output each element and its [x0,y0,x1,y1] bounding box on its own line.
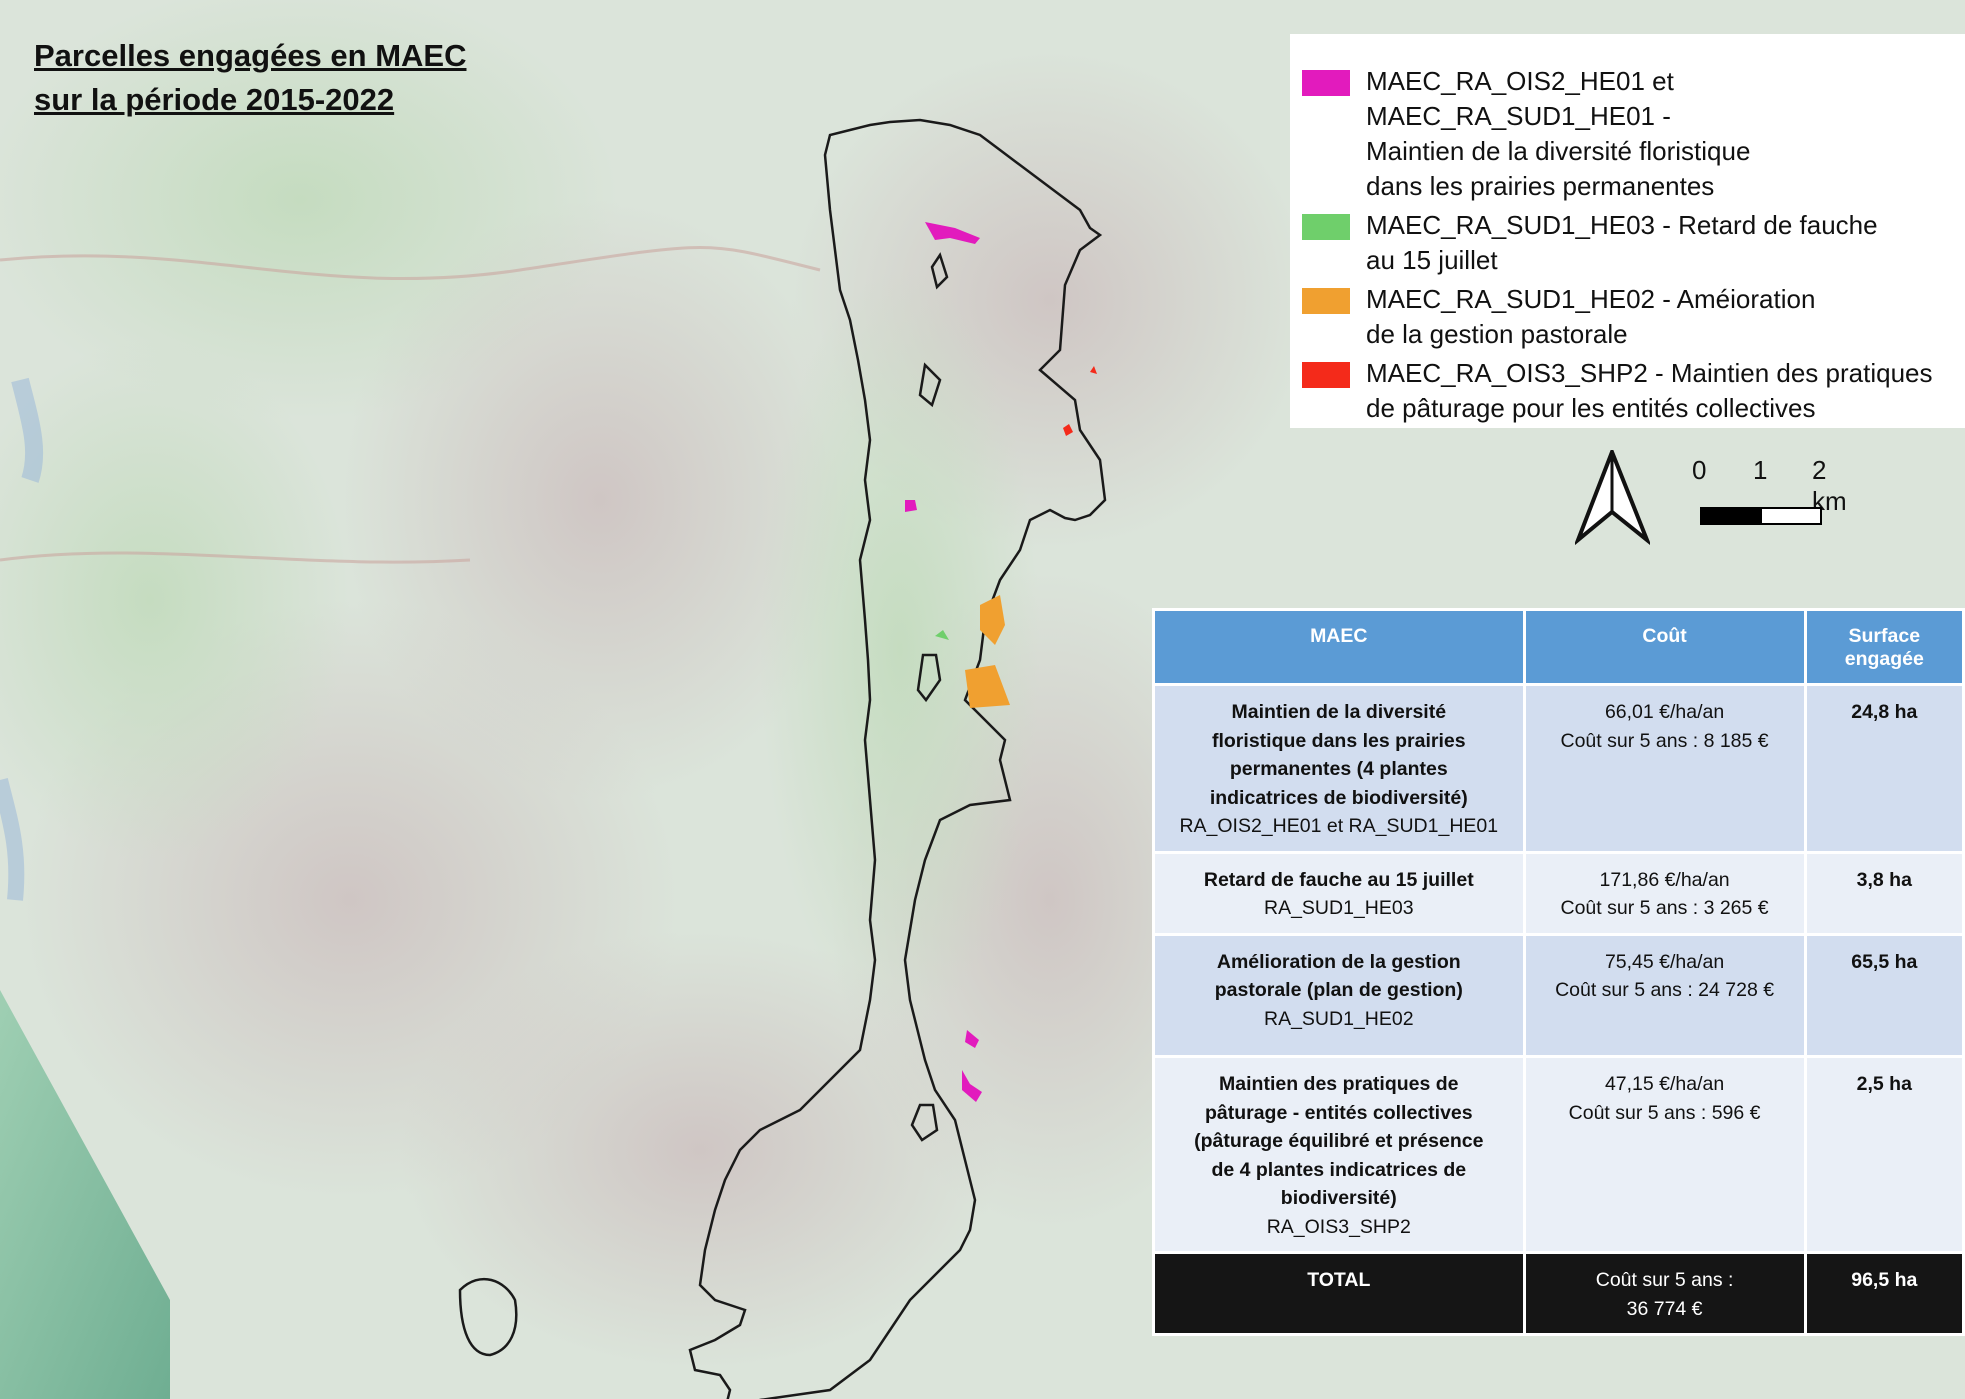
legend-label: MAEC_RA_OIS2_HE01 et MAEC_RA_SUD1_HE01 -… [1366,64,1750,204]
cell-cout: 47,15 €/ha/an Coût sur 5 ans : 596 € [1522,1055,1807,1254]
cell-surface: 3,8 ha [1803,850,1965,936]
parcel-green [935,630,949,640]
parcel-pink [962,1070,982,1102]
scale-bar: 0 1 2 km [1570,455,1847,545]
parcel-orange [965,665,1010,708]
cell-rate: 171,86 €/ha/an [1599,868,1730,891]
legend-label: MAEC_RA_SUD1_HE03 - Retard de fauche au … [1366,208,1878,278]
map-title: Parcelles engagées en MAEC sur la périod… [34,34,466,122]
cell-cout: 75,45 €/ha/an Coût sur 5 ans : 24 728 € [1522,932,1807,1058]
map-title-line1: Parcelles engagées en MAEC [34,38,467,73]
cell-rate: 66,01 €/ha/an [1604,701,1725,723]
cell-surface: 65,5 ha [1803,932,1965,1058]
total-label-cell: TOTAL [1152,1251,1526,1336]
parcel-red [1063,424,1073,436]
cell-cost5: Coût sur 5 ans : 8 185 € [1560,729,1769,752]
cell-surface: 24,8 ha [1803,683,1965,854]
legend-item: MAEC_RA_SUD1_HE03 - Retard de fauche au … [1302,208,1965,278]
study-area-outline [688,118,1107,1399]
cell-title-line: Maintien des pratiques de [1219,1073,1459,1095]
cell-cost5: Coût sur 5 ans : 596 € [1568,1101,1761,1124]
legend-line: MAEC_RA_OIS3_SHP2 - Maintien des pratiqu… [1366,358,1933,388]
table-total-row: TOTAL Coût sur 5 ans : 36 774 € 96,5 ha [1152,1251,1965,1336]
legend-label: MAEC_RA_SUD1_HE02 - Améioration de la ge… [1366,282,1815,352]
cell-title-line: indicatrices de biodiversité) [1209,786,1468,809]
legend-line: Maintien de la diversité floristique [1366,136,1751,166]
cell-code: RA_OIS3_SHP2 [1266,1215,1411,1238]
legend-line: MAEC_RA_SUD1_HE02 - Améioration [1366,284,1816,314]
scale-label-1: 1 [1753,455,1768,485]
cell-code: RA_SUD1_HE03 [1263,897,1414,919]
cell-cout: 66,01 €/ha/an Coût sur 5 ans : 8 185 € [1522,683,1807,854]
cell-title-line: floristique dans les prairies [1211,729,1466,752]
parcel-pink [925,222,980,244]
cell-title-line: (pâturage équilibré et présence [1194,1130,1484,1152]
table-row: Amélioration de la gestion pastorale (pl… [1152,932,1965,1058]
legend-swatch-red [1302,362,1350,388]
cell-cost5: Coût sur 5 ans : 3 265 € [1560,897,1769,919]
table-header-row: MAEC Coût Surface engagée [1152,608,1965,686]
legend-line: au 15 juillet [1366,245,1498,275]
legend-swatch-pink [1302,70,1350,96]
legend-line: MAEC_RA_OIS2_HE01 et [1366,66,1674,96]
total-cost-cell: Coût sur 5 ans : 36 774 € [1522,1251,1807,1336]
cell-surface-value: 3,8 ha [1856,868,1912,891]
cell-title-line: pâturage - entités collectives [1204,1101,1473,1124]
total-cost-line: Coût sur 5 ans : [1595,1269,1734,1291]
cell-cost5: Coût sur 5 ans : 24 728 € [1555,979,1775,1001]
parcel-pink [905,500,917,512]
cell-code: RA_OIS2_HE01 et RA_SUD1_HE01 [1179,815,1499,837]
cell-surface-value: 65,5 ha [1851,950,1918,973]
cell-title-line: de 4 plantes indicatrices de [1211,1158,1467,1181]
table-row: Retard de fauche au 15 juillet RA_SUD1_H… [1152,850,1965,936]
maec-summary-table: MAEC Coût Surface engagée Maintien de la… [1152,608,1965,1336]
table-row: Maintien de la diversité floristique dan… [1152,683,1965,854]
legend-item: MAEC_RA_OIS2_HE01 et MAEC_RA_SUD1_HE01 -… [1302,64,1965,204]
map-legend: MAEC_RA_OIS2_HE01 et MAEC_RA_SUD1_HE01 -… [1290,34,1965,428]
cell-rate: 47,15 €/ha/an [1604,1073,1725,1095]
legend-swatch-green [1302,214,1350,240]
cell-maec: Retard de fauche au 15 juillet RA_SUD1_H… [1152,850,1526,936]
header-maec: MAEC [1152,608,1526,686]
scale-label-0: 0 [1692,455,1707,485]
cell-title-line: biodiversité) [1280,1187,1397,1209]
cell-title-line: Retard de fauche au 15 juillet [1203,868,1474,891]
legend-line: dans les prairies permanentes [1366,171,1715,201]
total-cost-line: 36 774 € [1626,1297,1703,1320]
legend-item: MAEC_RA_SUD1_HE02 - Améioration de la ge… [1302,282,1965,352]
cell-maec: Maintien de la diversité floristique dan… [1152,683,1526,854]
cell-rate: 75,45 €/ha/an [1604,950,1725,973]
north-arrow-icon [1575,450,1650,545]
cell-title-line: Maintien de la diversité [1231,701,1447,723]
cell-code: RA_SUD1_HE02 [1263,1007,1414,1030]
cell-title-line: pastorale (plan de gestion) [1214,979,1463,1001]
header-surface: Surface engagée [1803,608,1965,686]
cell-title-line: permanentes (4 plantes [1229,758,1448,780]
cell-maec: Amélioration de la gestion pastorale (pl… [1152,932,1526,1058]
parcel-pink [965,1030,979,1048]
total-surface: 96,5 ha [1851,1269,1918,1291]
parcel-orange [980,595,1005,645]
header-cout: Coût [1522,608,1807,686]
scale-segment-black [1700,507,1760,525]
map-title-line2: sur la période 2015-2022 [34,82,395,117]
table-row: Maintien des pratiques de pâturage - ent… [1152,1055,1965,1254]
cell-surface-value: 24,8 ha [1851,701,1918,723]
cell-surface-value: 2,5 ha [1856,1073,1912,1095]
total-surface-cell: 96,5 ha [1803,1251,1965,1336]
parcel-red [1090,366,1097,374]
scale-segment-white [1760,507,1822,525]
total-label: TOTAL [1307,1269,1371,1291]
legend-line: de pâturage pour les entités collectives [1366,393,1816,423]
cell-cout: 171,86 €/ha/an Coût sur 5 ans : 3 265 € [1522,850,1807,936]
legend-swatch-orange [1302,288,1350,314]
legend-label: MAEC_RA_OIS3_SHP2 - Maintien des pratiqu… [1366,356,1933,426]
cell-title-line: Amélioration de la gestion [1216,950,1461,973]
legend-line: de la gestion pastorale [1366,319,1628,349]
legend-line: MAEC_RA_SUD1_HE03 - Retard de fauche [1366,210,1878,240]
cell-maec: Maintien des pratiques de pâturage - ent… [1152,1055,1526,1254]
legend-line: MAEC_RA_SUD1_HE01 - [1366,101,1671,131]
legend-item: MAEC_RA_OIS3_SHP2 - Maintien des pratiqu… [1302,356,1965,426]
cell-surface: 2,5 ha [1803,1055,1965,1254]
